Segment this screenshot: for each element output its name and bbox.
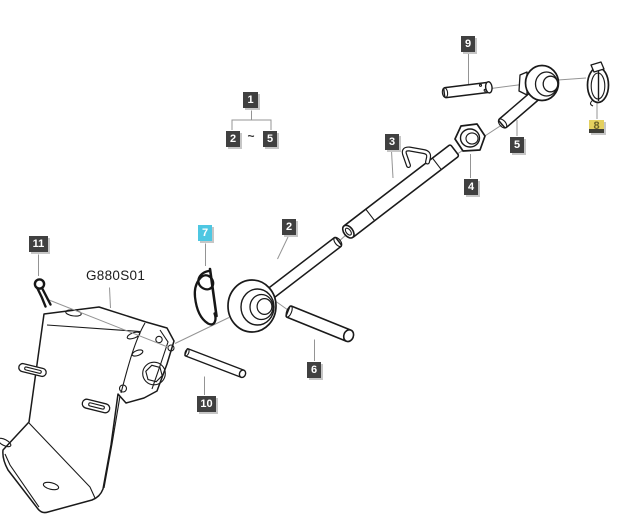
part-code-label: G880S01: [86, 268, 146, 283]
pin-9-part[interactable]: [441, 81, 493, 99]
nut-4-part[interactable]: [454, 123, 486, 152]
callout-4[interactable]: 4: [464, 179, 478, 195]
callout-10[interactable]: 10: [197, 396, 216, 412]
pin-6-part[interactable]: [285, 305, 356, 343]
pin-10-part[interactable]: [184, 348, 247, 379]
callout-range-2[interactable]: 2: [226, 131, 240, 147]
callout-11[interactable]: 11: [29, 236, 48, 252]
callout-5[interactable]: 5: [510, 137, 524, 153]
callout-2[interactable]: 2: [282, 219, 296, 235]
lynch-pin-8-part[interactable]: [586, 61, 610, 107]
leader-lines: [38, 53, 598, 395]
rod-2-part[interactable]: [266, 236, 343, 299]
ball-joint-upper-part[interactable]: [518, 64, 560, 102]
cotter-pin-11-part[interactable]: [33, 278, 52, 308]
callout-6[interactable]: 6: [307, 362, 321, 378]
bracket-part[interactable]: [0, 306, 175, 514]
ball-joint-lower-part[interactable]: [227, 279, 277, 333]
callout-range-5[interactable]: 5: [263, 131, 277, 147]
callout-8[interactable]: 8: [589, 120, 604, 133]
callout-9[interactable]: 9: [461, 36, 475, 52]
turnbuckle-3-part[interactable]: [340, 144, 460, 240]
callout-3[interactable]: 3: [385, 134, 399, 150]
range-separator: ~: [247, 129, 255, 143]
callout-7[interactable]: 7: [198, 225, 212, 241]
r-clip-7-part[interactable]: [193, 267, 218, 326]
callout-1[interactable]: 1: [243, 92, 258, 108]
